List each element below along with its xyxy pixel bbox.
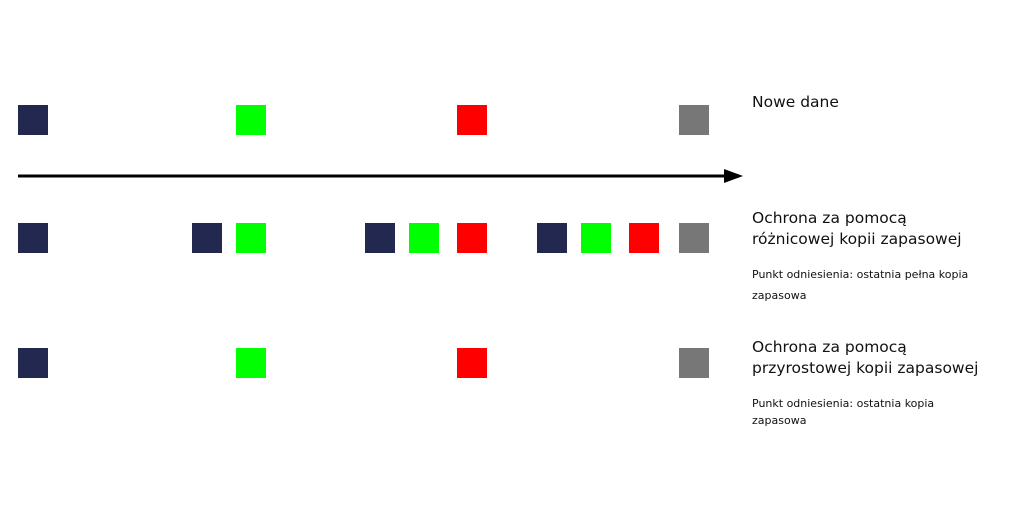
differential-backup-label: Ochrona za pomocą różnicowej kopii zapas… xyxy=(752,208,962,250)
inc-backup-3 xyxy=(679,348,709,378)
diff-backup-3-change-b xyxy=(629,223,659,253)
diff-backup-3-change-c xyxy=(679,223,709,253)
incremental-backup-label: Ochrona za pomocą przyrostowej kopii zap… xyxy=(752,337,978,379)
incremental-reference-note: Punkt odniesienia: ostatnia kopia zapaso… xyxy=(752,397,935,427)
diff-backup-3-base xyxy=(537,223,567,253)
differential-label-line-1: Ochrona za pomocą xyxy=(752,209,907,227)
differential-reference-note: Punkt odniesienia: ostatnia pełna kopia … xyxy=(752,268,969,302)
inc-backup-full xyxy=(18,348,48,378)
inc-backup-2 xyxy=(457,348,487,378)
new-data-block-4 xyxy=(679,105,709,135)
new-data-label: Nowe dane xyxy=(752,93,839,111)
new-data-block-3 xyxy=(457,105,487,135)
diff-backup-1-base xyxy=(192,223,222,253)
diff-backup-1-change xyxy=(236,223,266,253)
incremental-label-line-1: Ochrona za pomocą xyxy=(752,338,907,356)
diff-backup-2-change-a xyxy=(409,223,439,253)
inc-backup-1 xyxy=(236,348,266,378)
diff-backup-2-change-b xyxy=(457,223,487,253)
new-data-block-2 xyxy=(236,105,266,135)
incremental-label-line-2: przyrostowej kopii zapasowej xyxy=(752,359,979,377)
diff-backup-3-change-a xyxy=(581,223,611,253)
new-data-block-1 xyxy=(18,105,48,135)
differential-label-line-2: różnicowej kopii zapasowej xyxy=(752,230,962,248)
diff-backup-2-base xyxy=(365,223,395,253)
diff-backup-full xyxy=(18,223,48,253)
